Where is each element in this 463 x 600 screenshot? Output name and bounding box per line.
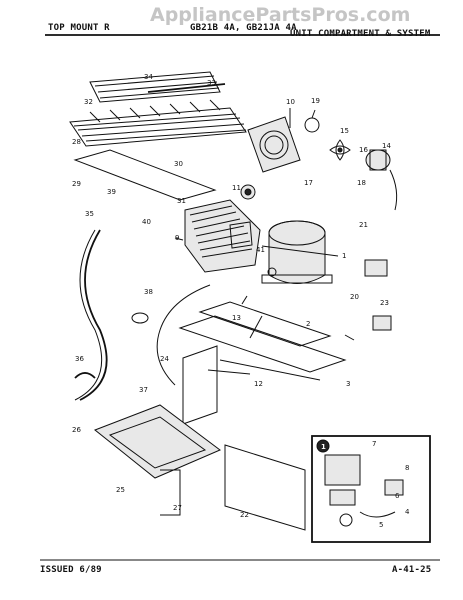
callout-8: 8 (405, 464, 409, 472)
callout-6: 6 (395, 492, 400, 500)
header-models: GB21B 4A, GB21JA 4A (190, 23, 297, 33)
callout-33: 33 (207, 79, 216, 87)
drain-pan (94, 404, 221, 516)
callout-37: 37 (139, 386, 148, 394)
callout-25: 25 (116, 486, 125, 494)
callout-11: 11 (232, 184, 241, 192)
callout-15: 15 (340, 127, 349, 135)
callout-9: 9 (175, 234, 179, 242)
callout-12: 12 (254, 380, 263, 388)
callout-38: 38 (144, 288, 153, 296)
callout-26: 26 (72, 426, 81, 434)
bracket (74, 372, 96, 379)
callout-5: 5 (379, 521, 383, 529)
fan-shroud (247, 116, 301, 173)
callout-21: 21 (359, 221, 368, 229)
fan-bracket (304, 117, 320, 133)
drain-tube (79, 229, 108, 401)
callout-10: 10 (286, 98, 295, 106)
callout-41: 41 (256, 246, 265, 254)
callout-35: 35 (85, 210, 94, 218)
condenser-coil (69, 71, 247, 147)
callout-22: 22 (240, 511, 249, 519)
callout-32: 32 (84, 98, 93, 106)
callout-labels: 1 2 3 4 5 6 7 8 9 10 11 12 13 14 15 16 1… (72, 73, 410, 529)
drain-line (156, 284, 211, 386)
callout-30: 30 (174, 160, 183, 168)
callout-31: 31 (177, 197, 186, 205)
callout-19: 19 (311, 97, 320, 105)
callout-4: 4 (405, 508, 410, 516)
callout-40: 40 (142, 218, 151, 226)
drip-shield (73, 149, 217, 201)
leader-lines (174, 108, 355, 375)
callout-18: 18 (357, 179, 366, 187)
header-left-title: TOP MOUNT R (48, 23, 110, 33)
overload (372, 315, 392, 331)
compressor (261, 220, 333, 284)
clip (131, 312, 149, 324)
callout-3: 3 (346, 380, 350, 388)
condenser-bracket (147, 83, 226, 93)
callout-1: 1 (342, 252, 346, 260)
relay (364, 259, 388, 277)
header-section-title: UNIT COMPARTMENT & SYSTEM (290, 29, 431, 39)
callout-23: 23 (380, 299, 389, 307)
callout-28: 28 (72, 138, 81, 146)
mounting-rails (178, 301, 347, 425)
callout-14: 14 (382, 142, 391, 150)
inset-detail (311, 435, 431, 543)
footer-page-code: A-41-25 (392, 565, 432, 575)
callout-29: 29 (72, 180, 81, 188)
fan-motor (365, 149, 398, 211)
callout-39: 39 (107, 188, 116, 196)
callout-24: 24 (160, 355, 169, 363)
callout-34: 34 (144, 73, 153, 81)
callout-36: 36 (75, 355, 84, 363)
callout-7: 7 (372, 440, 376, 448)
footer-issued: ISSUED 6/89 (40, 565, 102, 575)
watermark: AppliancePartsPros.com (150, 4, 411, 26)
callout-16: 16 (359, 146, 368, 154)
callout-17: 17 (304, 179, 313, 187)
inset-marker: 1 (321, 443, 326, 451)
callout-20: 20 (350, 293, 359, 301)
evaporator-coil (184, 199, 261, 273)
callout-27: 27 (173, 504, 182, 512)
fan-blade (329, 139, 351, 161)
callout-2: 2 (306, 320, 310, 328)
callout-13: 13 (232, 314, 241, 322)
access-cover (224, 444, 306, 531)
